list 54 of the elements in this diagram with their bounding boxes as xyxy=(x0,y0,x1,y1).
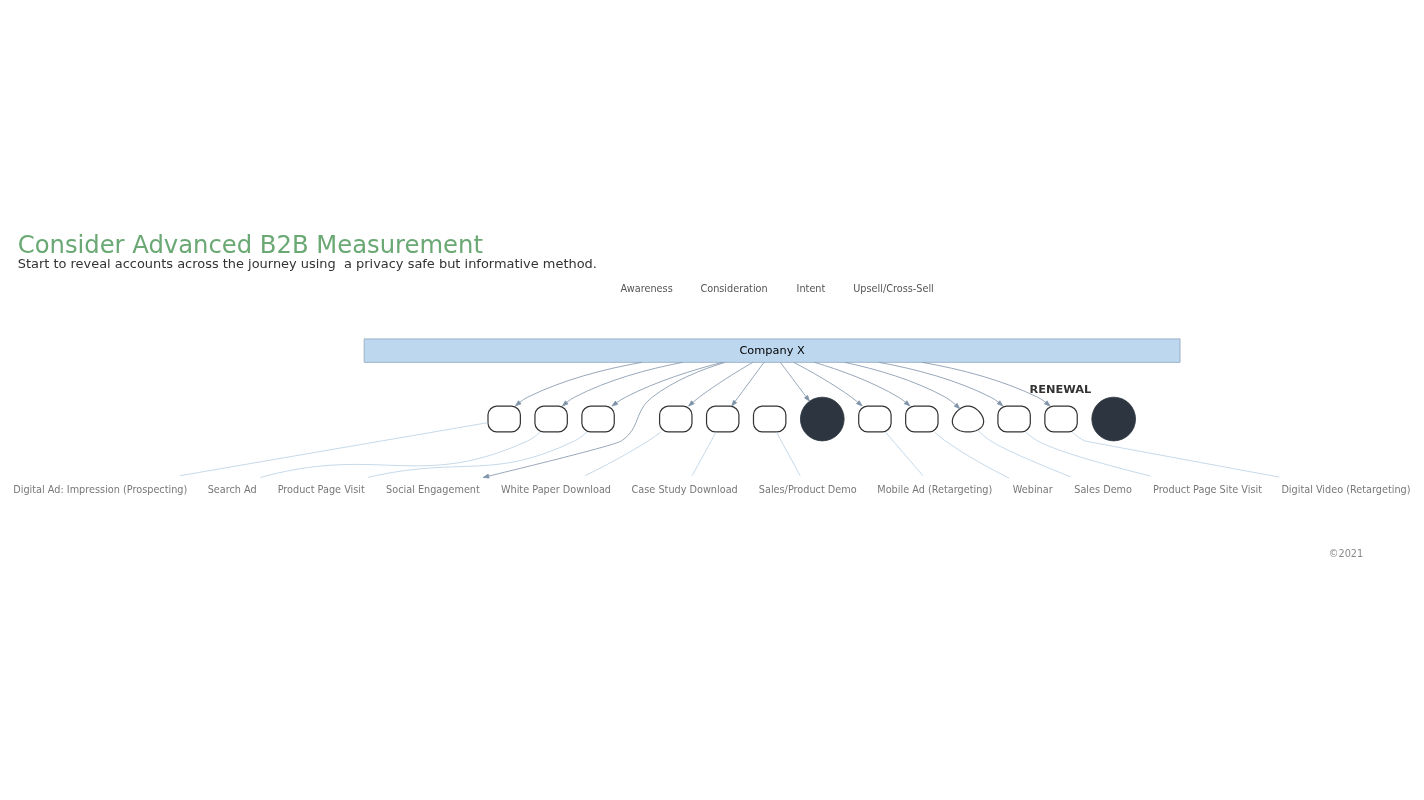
arrow xyxy=(878,362,1004,407)
node-text: White Paper Download xyxy=(500,483,612,495)
node-box xyxy=(659,405,693,433)
arrow xyxy=(793,362,863,407)
node-text: Digital Video (Retargeting) xyxy=(1281,483,1411,495)
arrow xyxy=(482,361,726,479)
node-text: Case Study Download xyxy=(631,483,738,495)
node-text: Search Ad xyxy=(207,483,257,495)
node-box xyxy=(905,405,939,433)
node-box xyxy=(1044,405,1078,433)
arrow xyxy=(611,361,723,407)
label: Upsell/Cross-Sell xyxy=(853,283,934,295)
connector xyxy=(1071,431,1280,478)
connector xyxy=(885,431,924,477)
arrow xyxy=(515,362,643,407)
connector xyxy=(260,431,541,478)
node-box xyxy=(581,405,615,433)
connector xyxy=(367,431,588,478)
node-person xyxy=(951,405,985,433)
node-box: Company X xyxy=(363,338,1181,363)
connector xyxy=(776,431,801,477)
connector xyxy=(584,431,662,477)
label: Awareness xyxy=(620,283,673,295)
node-box xyxy=(997,405,1031,433)
connector xyxy=(1025,431,1151,477)
arrow xyxy=(921,362,1051,407)
node-box xyxy=(858,405,892,433)
node-text: Mobile Ad (Retargeting) xyxy=(877,483,993,495)
connector xyxy=(691,431,717,477)
arrow xyxy=(814,361,911,407)
node-text: Product Page Visit xyxy=(277,483,365,495)
arrow xyxy=(780,362,810,402)
node-box xyxy=(534,405,568,433)
node-text: Social Engagement xyxy=(386,483,480,495)
node-text: Sales Demo xyxy=(1074,483,1133,495)
arrow xyxy=(688,362,754,407)
node-text: Digital Ad: Impression (Prospecting) xyxy=(13,483,188,495)
node-circle xyxy=(1091,396,1136,442)
arrow xyxy=(844,362,961,410)
connector xyxy=(977,429,1071,478)
node-text: Sales/Product Demo xyxy=(758,483,857,495)
label: Intent xyxy=(796,283,826,295)
label: Consideration xyxy=(700,283,768,295)
label: ©2021 xyxy=(1328,547,1364,559)
node-box xyxy=(487,405,521,433)
connector xyxy=(934,431,1010,479)
node-box xyxy=(752,405,787,433)
node-text: Product Page Site Visit xyxy=(1153,483,1263,495)
node-text: Webinar xyxy=(1012,483,1053,495)
arrow xyxy=(731,362,765,407)
node-box xyxy=(705,405,740,433)
arrow xyxy=(562,361,683,407)
node-label: RENEWAL xyxy=(1029,382,1092,397)
connector xyxy=(179,422,489,477)
